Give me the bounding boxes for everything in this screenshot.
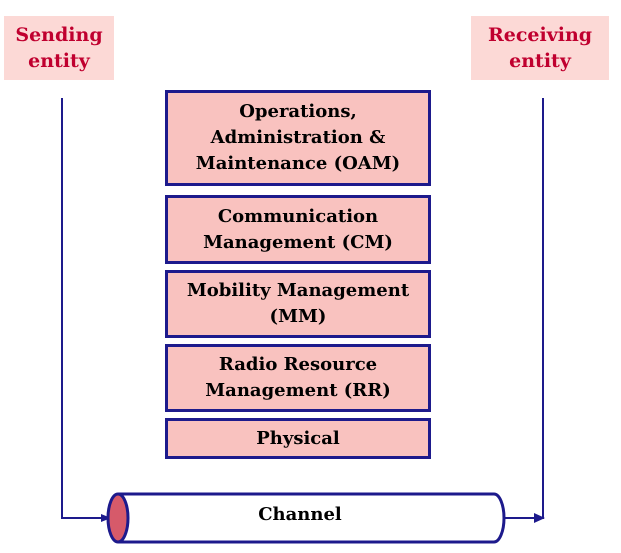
channel-cylinder-end	[106, 492, 130, 544]
sender-wire	[61, 98, 111, 522]
channel-label: Channel	[258, 504, 342, 525]
layer-rr: Radio Resource Management (RR)	[165, 344, 431, 412]
receiving-entity-box: Receiving entity	[471, 16, 609, 80]
layer-oam-label: Operations, Administration & Maintenance…	[195, 101, 401, 174]
layer-cm-label: Communication Management (CM)	[203, 205, 393, 253]
layer-physical-label: Physical	[256, 427, 340, 449]
layer-rr-label: Radio Resource Management (RR)	[205, 354, 391, 401]
layer-mm: Mobility Management (MM)	[165, 270, 431, 338]
receiver-arrowhead	[534, 513, 545, 523]
layer-oam: Operations, Administration & Maintenance…	[165, 90, 431, 186]
receiver-wire	[504, 98, 544, 519]
channel-cylinder-body	[118, 492, 506, 544]
receiving-entity-label: Receiving entity	[487, 24, 593, 72]
sending-entity-label: Sending entity	[15, 24, 103, 72]
layer-cm: Communication Management (CM)	[165, 195, 431, 264]
layer-physical: Physical	[165, 418, 431, 459]
layer-mm-label: Mobility Management (MM)	[186, 280, 410, 327]
sending-entity-box: Sending entity	[4, 16, 114, 80]
